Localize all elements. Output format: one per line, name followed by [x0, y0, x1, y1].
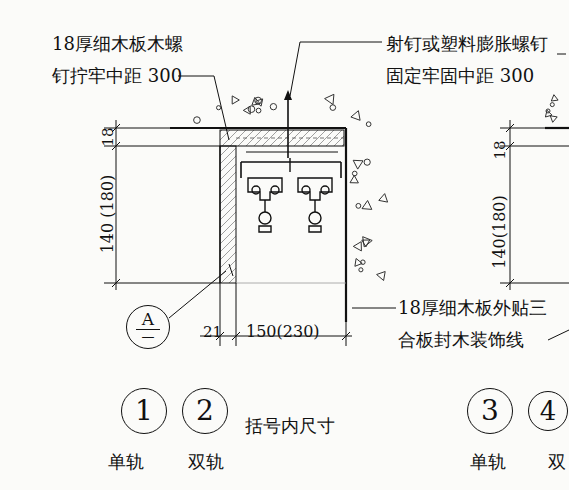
caption-text: 双 [548, 446, 566, 478]
section-symbol: A— [126, 305, 170, 349]
callout-number: A [136, 311, 160, 330]
callout-number: 3 [481, 397, 499, 425]
callout-number: 2 [196, 397, 214, 425]
callout-number: — [142, 330, 155, 343]
dimension: 18 [101, 127, 116, 146]
caption-text: 双轨 [188, 446, 224, 478]
note-text: 射钉或塑料膨胀螺钉 固定牢固中距 300 [386, 28, 562, 92]
note-text: 18厚细木板木螺 钉拧牢中距 300 [52, 28, 188, 92]
dimension: 140(180) [492, 195, 508, 269]
callout-circle: 1 [121, 388, 167, 434]
callout-number: 4 [540, 398, 557, 424]
dimension: 21 [203, 316, 222, 348]
concrete-hatch [194, 94, 558, 280]
caption-text: 单轨 [108, 446, 144, 478]
caption-text: 单轨 [470, 446, 506, 478]
note-text: 18厚细木板外贴三 合板封木装饰线 [398, 292, 548, 356]
note-text: 括号内尺寸 [245, 410, 335, 442]
callout-circle: 4 [528, 391, 568, 431]
callout-circle: 3 [467, 388, 513, 434]
dimension: 150(230) [246, 316, 320, 348]
callout-number: 1 [135, 397, 153, 425]
callout-circle: 2 [182, 388, 228, 434]
dimension: 140 (180) [100, 175, 116, 254]
dimension: 18 [493, 140, 508, 159]
